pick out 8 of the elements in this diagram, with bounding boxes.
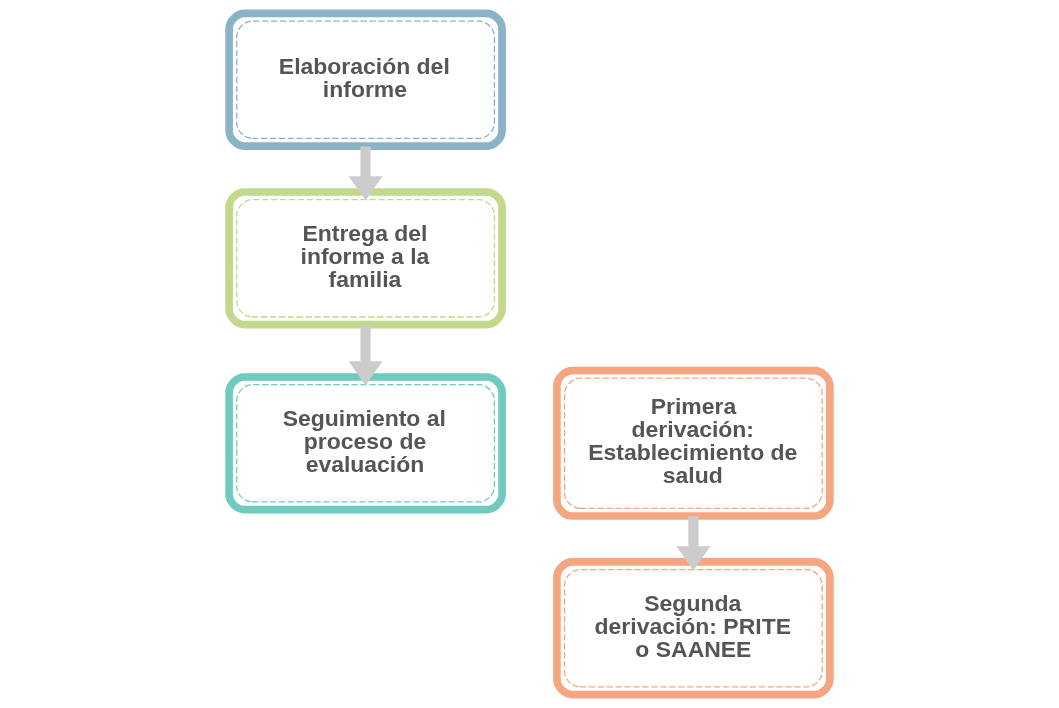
node-box: Segunda derivación: PRITE o SAANEE [553,558,834,699]
node-box: Seguimiento al proceso de evaluación [225,373,506,514]
node-box: Primera derivación: Establecimiento de salud [553,366,834,520]
arrow [348,146,383,201]
arrow [348,324,383,386]
node-box: Elaboración del informe [225,9,506,150]
node-box: Entrega del informe a la familia [225,188,506,329]
arrow [676,516,711,571]
